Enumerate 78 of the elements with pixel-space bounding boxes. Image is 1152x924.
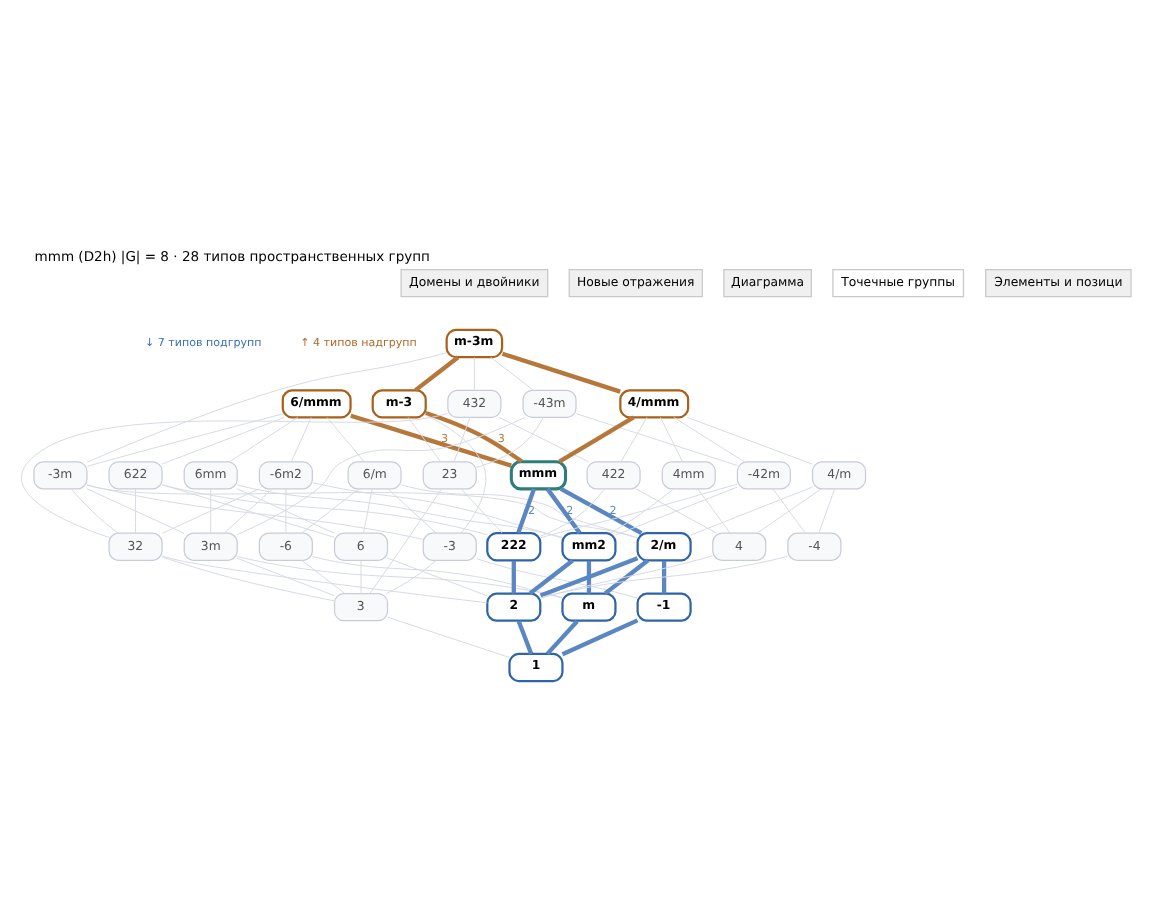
connector bbox=[369, 487, 442, 594]
connector bbox=[476, 557, 638, 598]
connector bbox=[575, 412, 738, 465]
connector bbox=[528, 557, 574, 595]
connector bbox=[386, 559, 437, 593]
connector bbox=[545, 618, 579, 655]
connector bbox=[498, 415, 589, 462]
connector bbox=[224, 487, 273, 533]
connector bbox=[326, 415, 365, 461]
connector bbox=[561, 617, 639, 656]
connector bbox=[558, 414, 635, 463]
connector bbox=[473, 356, 475, 390]
connector bbox=[229, 415, 299, 462]
connector bbox=[475, 416, 544, 468]
connector bbox=[545, 486, 582, 534]
connector bbox=[516, 487, 537, 533]
connector bbox=[772, 487, 806, 533]
connector bbox=[387, 615, 510, 657]
connector bbox=[135, 487, 137, 533]
connector bbox=[312, 481, 563, 538]
connector bbox=[161, 487, 260, 533]
connector bbox=[414, 354, 460, 391]
connector bbox=[400, 483, 639, 538]
connector bbox=[516, 619, 534, 654]
connector bbox=[690, 485, 813, 535]
connector bbox=[236, 487, 335, 533]
connector bbox=[539, 555, 639, 597]
connector bbox=[620, 415, 648, 461]
connector bbox=[301, 559, 346, 593]
connector bbox=[673, 415, 745, 462]
connector bbox=[539, 487, 605, 536]
connector bbox=[86, 351, 447, 462]
connector bbox=[161, 415, 285, 464]
connector bbox=[236, 556, 335, 596]
connector bbox=[301, 487, 360, 533]
connector bbox=[540, 554, 713, 598]
connector bbox=[425, 413, 487, 533]
connector bbox=[161, 554, 488, 603]
connector bbox=[70, 487, 119, 533]
connector bbox=[586, 559, 592, 593]
connector bbox=[559, 486, 643, 534]
connector bbox=[635, 487, 718, 533]
connector bbox=[659, 415, 683, 461]
connector bbox=[86, 412, 284, 466]
connector bbox=[661, 559, 667, 593]
connector bbox=[86, 483, 638, 538]
connector bbox=[490, 355, 534, 390]
connector bbox=[363, 487, 373, 533]
connector bbox=[425, 410, 524, 463]
connector bbox=[603, 557, 650, 595]
connector bbox=[460, 487, 503, 533]
connector bbox=[161, 483, 488, 535]
connector bbox=[501, 350, 621, 393]
connector bbox=[511, 559, 516, 593]
connector bbox=[756, 487, 822, 533]
connector bbox=[387, 487, 437, 533]
connector bbox=[86, 483, 424, 539]
connector bbox=[615, 485, 738, 535]
connector bbox=[86, 487, 185, 533]
connector bbox=[236, 483, 563, 537]
connector bbox=[686, 415, 813, 464]
connector bbox=[236, 416, 526, 535]
connector bbox=[818, 487, 836, 533]
connector bbox=[610, 487, 674, 533]
connector bbox=[161, 555, 335, 601]
connector bbox=[697, 487, 731, 533]
connector bbox=[387, 556, 488, 596]
connector bbox=[210, 487, 212, 533]
connector bbox=[161, 483, 335, 537]
connector bbox=[312, 554, 563, 598]
connector bbox=[540, 554, 789, 598]
connector bbox=[407, 415, 441, 461]
connector bbox=[291, 415, 312, 461]
connector bbox=[20, 412, 449, 537]
connector bbox=[236, 554, 563, 598]
connector bbox=[540, 482, 738, 538]
connector bbox=[350, 412, 512, 467]
connector bbox=[453, 415, 471, 461]
